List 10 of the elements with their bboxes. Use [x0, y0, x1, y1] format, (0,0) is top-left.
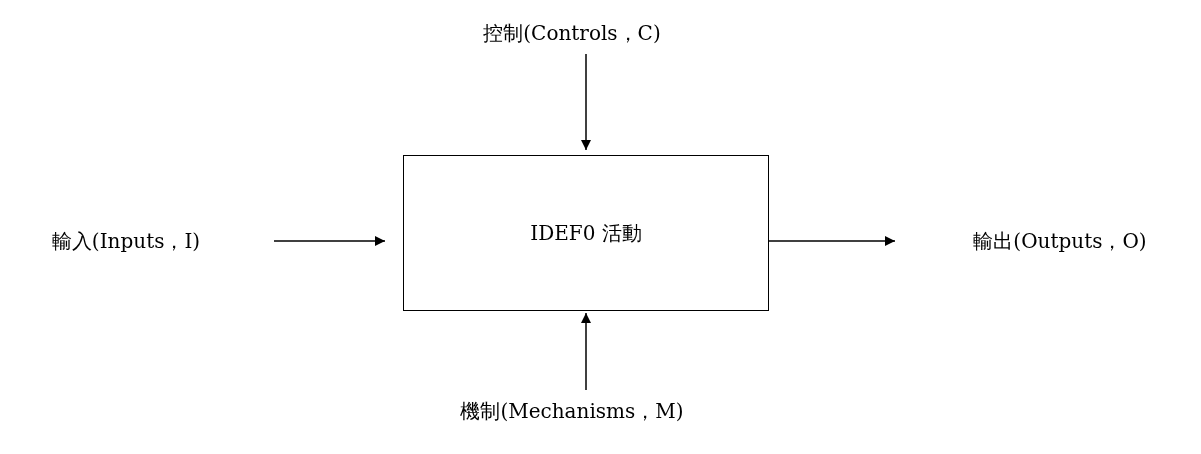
arrow	[768, 236, 896, 246]
arrow-label: 輸入(Inputs，I)	[8, 226, 244, 256]
arrow-label: 輸出(Outputs，O)	[925, 226, 1195, 256]
arrow	[273, 236, 386, 246]
arrow-label: 控制(Controls，C)	[440, 18, 704, 48]
arrow-label: 機制(Mechanisms，M)	[430, 396, 714, 426]
arrow	[581, 53, 591, 151]
activity-label: IDEF0 活動	[530, 219, 642, 247]
activity-box	[403, 155, 769, 311]
arrow	[581, 312, 591, 391]
